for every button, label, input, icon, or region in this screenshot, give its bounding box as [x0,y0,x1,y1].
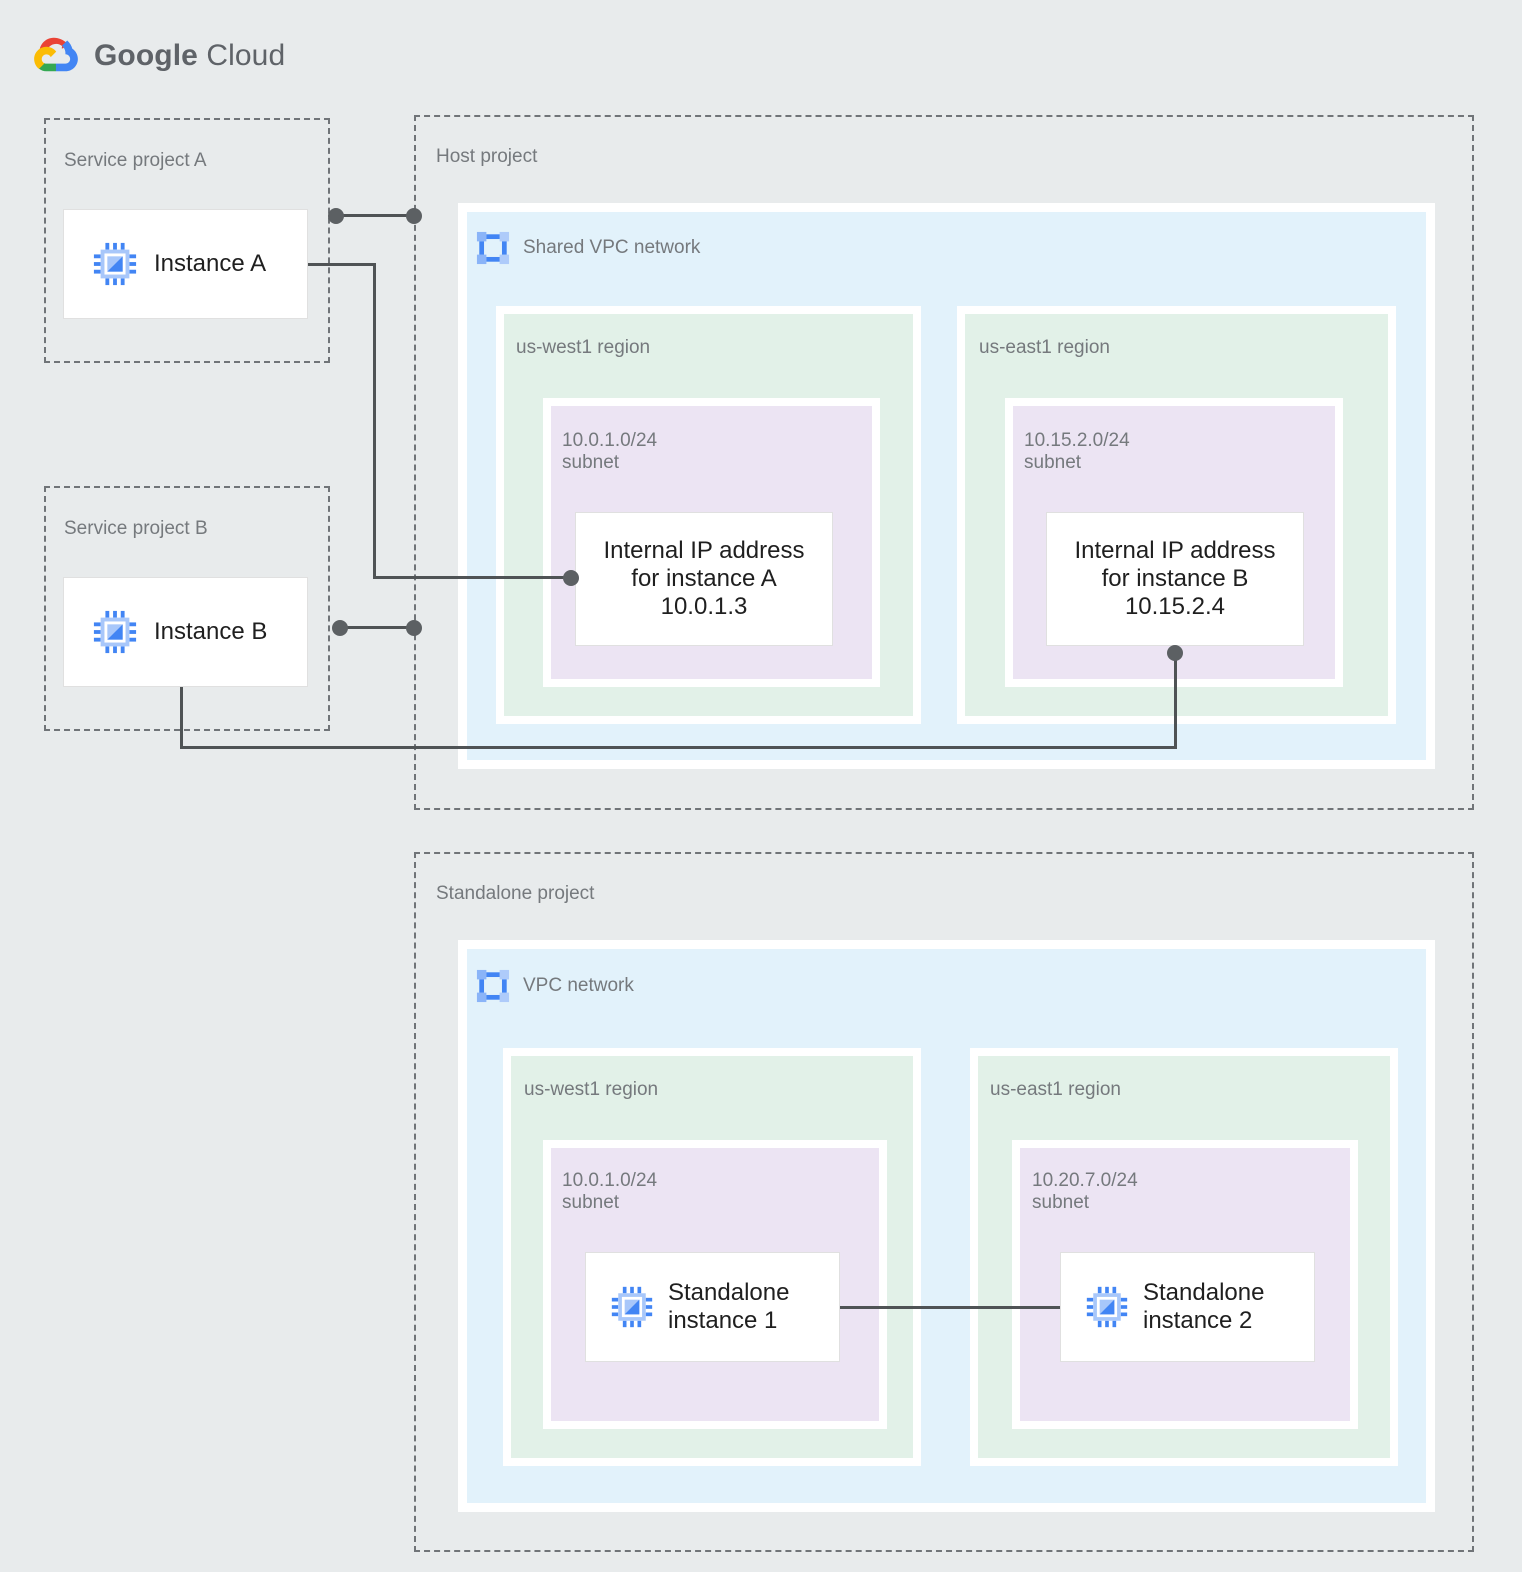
instance-b-label: Instance B [154,617,268,645]
connector-dot-service-a-edge [328,208,344,224]
instance-b-box[interactable]: Instance B [63,577,308,687]
standalone-project-label: Standalone project [436,883,595,904]
shared-vpc-network-header: Shared VPC network [476,231,700,265]
connector-dot-internal-ip-a [563,570,579,586]
cpu-instance-icon [93,242,137,286]
google-cloud-logo-icon [34,37,78,72]
connector-a-seg-v [373,263,376,579]
vpc-network-title: VPC network [523,975,634,996]
service-project-b-frame [44,486,330,731]
instance-a-box[interactable]: Instance A [63,209,308,319]
standalone-region-us-east1-label: us-east1 region [990,1079,1121,1100]
internal-ip-instance-b-label: Internal IP address for instance B 10.15… [1074,536,1276,621]
cpu-instance-icon [1086,1286,1128,1328]
connector-standalone-1-to-2 [840,1306,1060,1309]
connector-b-seg-v1 [180,687,183,749]
standalone-instance-1-label: Standalone instance 1 [668,1278,790,1334]
standalone-instance-2-box[interactable]: Standalone instance 2 [1060,1252,1315,1362]
internal-ip-instance-b-box[interactable]: Internal IP address for instance B 10.15… [1046,512,1304,646]
vpc-network-header: VPC network [476,969,634,1003]
connector-b-seg-v2 [1174,652,1177,747]
connector-b-seg-h [180,746,1177,749]
standalone-instance-1-box[interactable]: Standalone instance 1 [585,1252,840,1362]
host-project-frame [414,115,1474,810]
host-subnet-10-0-1-0-24-label: 10.0.1.0/24 subnet [562,430,658,474]
connector-dot-service-b-edge [332,620,348,636]
connector-dot-host-edge-a [406,208,422,224]
internal-ip-instance-a-label: Internal IP address for instance A 10.0.… [603,536,805,621]
brand-name-bold: Google [94,39,198,72]
standalone-instance-2-label: Standalone instance 2 [1143,1278,1265,1334]
connector-dot-internal-ip-b [1167,645,1183,661]
standalone-subnet-10-0-1-0-24-label: 10.0.1.0/24 subnet [562,1170,658,1214]
connector-instance-a-to-host [336,214,414,217]
host-project-label: Host project [436,146,538,167]
vpc-network-icon [476,231,510,265]
instance-a-label: Instance A [154,249,267,277]
internal-ip-instance-a-box[interactable]: Internal IP address for instance A 10.0.… [575,512,833,646]
connector-instance-b-to-host [344,626,414,629]
cpu-instance-icon [93,610,137,654]
brand-name: Google Cloud [94,39,285,73]
connector-dot-host-edge-b [406,620,422,636]
standalone-subnet-10-20-7-0-24-label: 10.20.7.0/24 subnet [1032,1170,1138,1214]
service-project-a-frame [44,118,330,363]
service-project-a-label: Service project A [64,150,207,171]
standalone-project-frame [414,852,1474,1552]
service-project-b-label: Service project B [64,518,208,539]
shared-vpc-network-title: Shared VPC network [523,237,701,258]
host-region-us-east1-label: us-east1 region [979,337,1110,358]
vpc-network-icon [476,969,510,1003]
connector-a-seg-h2 [373,576,576,579]
cpu-instance-icon [611,1286,653,1328]
brand-name-light: Cloud [197,39,286,72]
connector-a-seg-h1 [308,263,376,266]
host-subnet-10-15-2-0-24-label: 10.15.2.0/24 subnet [1024,430,1130,474]
standalone-region-us-west1-label: us-west1 region [524,1079,659,1100]
host-region-us-west1-label: us-west1 region [516,337,651,358]
google-cloud-logo: Google Cloud [34,36,285,76]
